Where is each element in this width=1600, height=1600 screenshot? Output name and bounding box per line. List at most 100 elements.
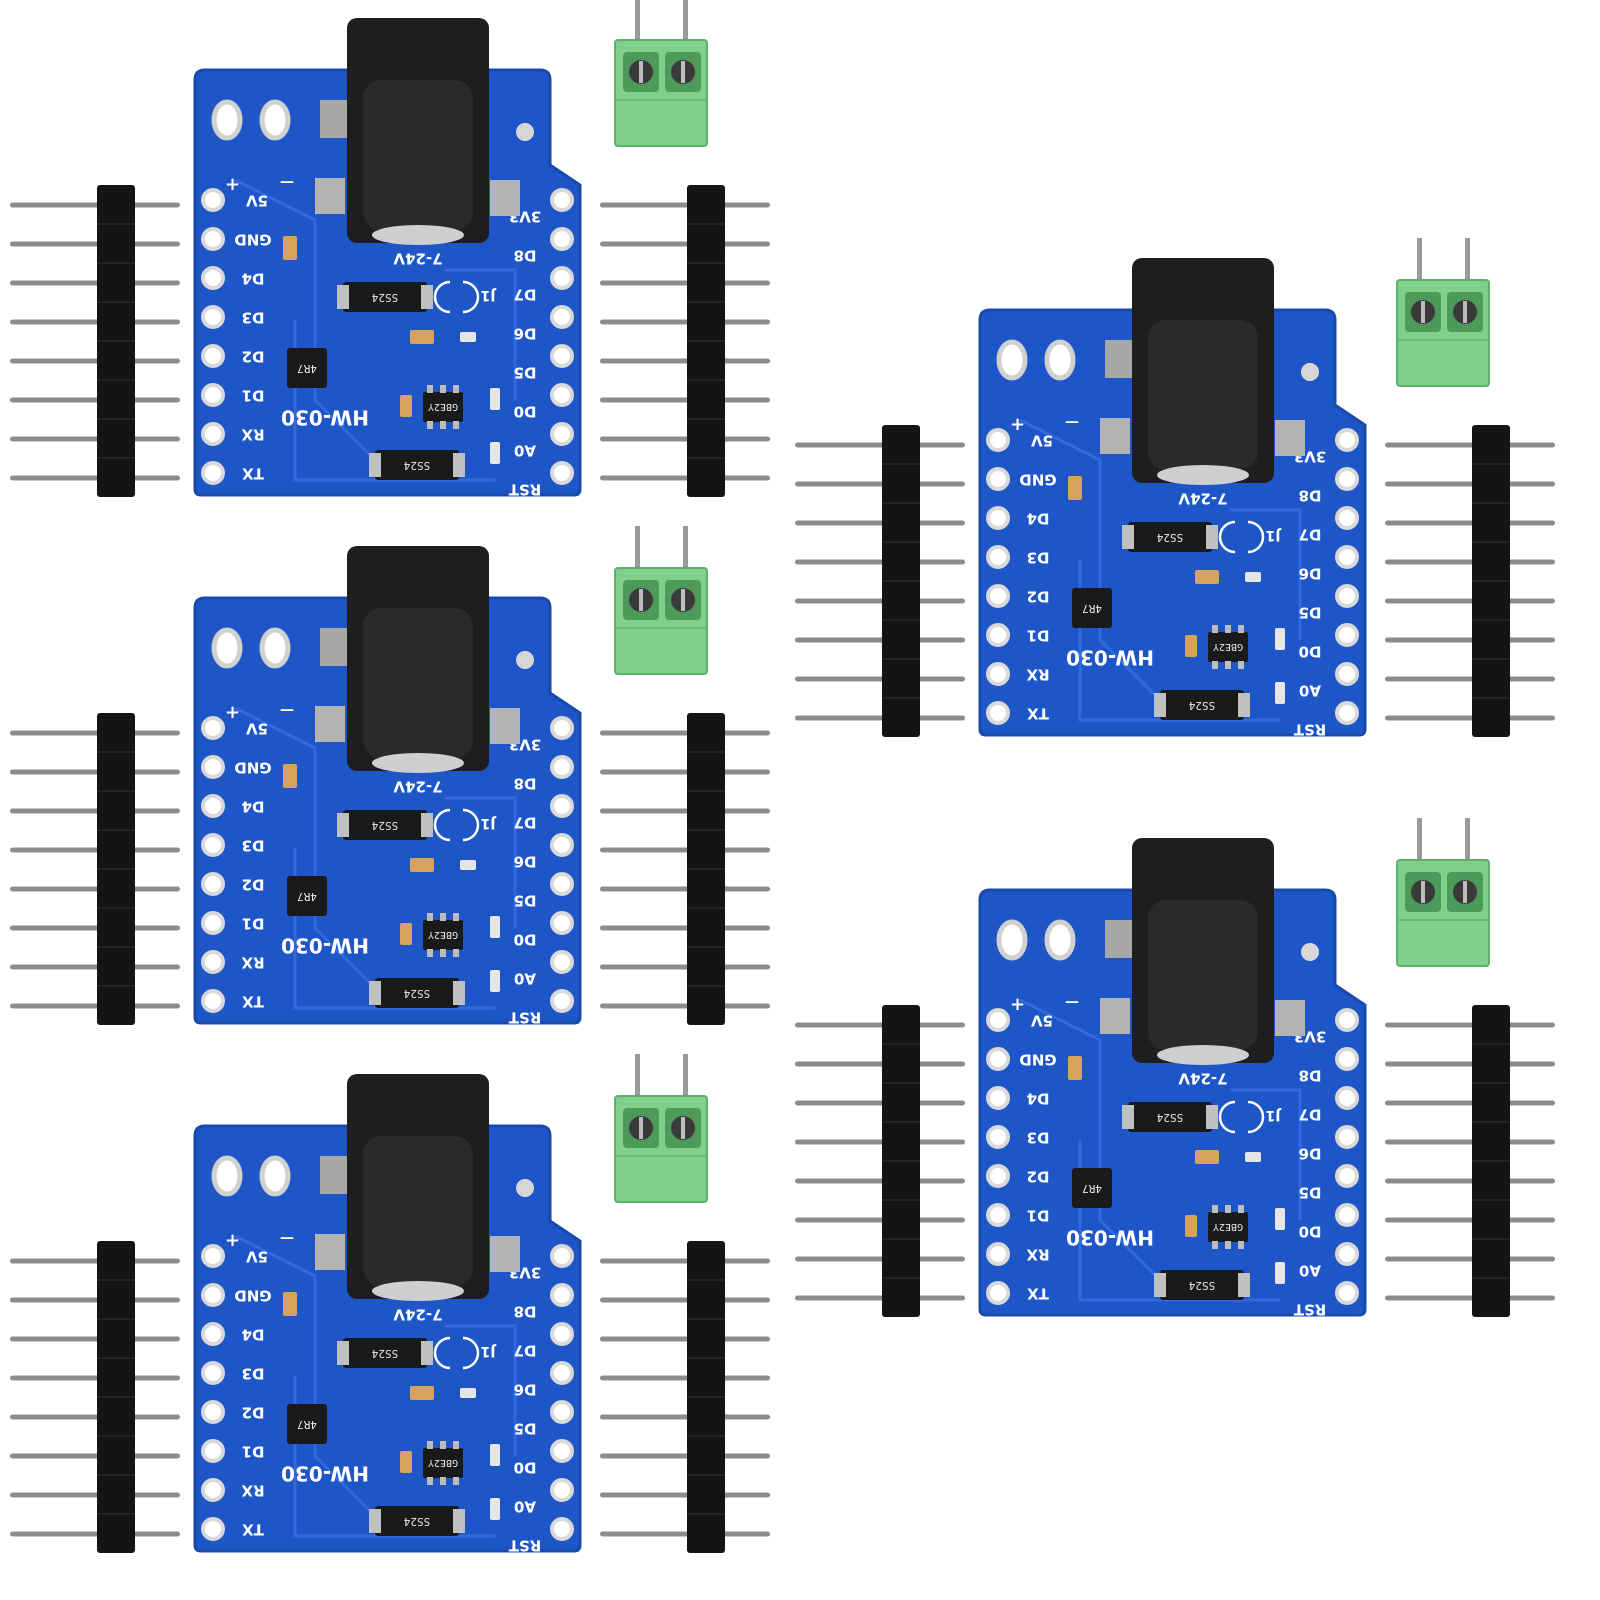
mounting-hole <box>996 339 1028 381</box>
pin-header <box>10 185 180 497</box>
smd-capacitor <box>1185 635 1197 657</box>
hw-030-board: +5V—GNDD4D3D2D1RXTX3V3D8D7D6D5D0A0RST7-2… <box>193 18 582 499</box>
header-pin <box>795 1217 965 1223</box>
inductor <box>1072 1168 1112 1208</box>
header-pin <box>600 241 770 247</box>
pin-header <box>1385 1005 1555 1317</box>
regulator-marking: GBE2Y <box>428 1457 458 1468</box>
silk-left-pin-label: D1 <box>242 1443 265 1461</box>
header-pin <box>10 964 180 970</box>
smd-capacitor <box>400 1451 412 1473</box>
mounting-hole <box>259 99 291 141</box>
header-pin <box>1385 1139 1555 1145</box>
silk-left-pin-label: D1 <box>242 915 265 933</box>
terminal-pin <box>635 526 640 578</box>
smd-capacitor <box>400 923 412 945</box>
mounting-hole <box>211 99 243 141</box>
regulator-marking: GBE2Y <box>428 401 458 412</box>
jack-tab <box>1100 418 1130 454</box>
pin-header <box>600 185 770 497</box>
screw-terminal-block <box>1396 238 1490 387</box>
header-pin <box>795 1178 965 1184</box>
silk-left-pin-label: D4 <box>1027 510 1050 528</box>
header-pin <box>10 475 180 481</box>
pin-header <box>795 1005 965 1317</box>
silk-right-pin-label: D7 <box>1299 1106 1322 1124</box>
silk-plus-sign: + <box>1010 414 1025 435</box>
header-pin <box>600 925 770 931</box>
terminal-pin <box>683 0 688 50</box>
silk-model-label: HW-030 <box>1066 646 1154 670</box>
voltage-regulator-ic <box>423 920 463 950</box>
silk-right-pin-label: D5 <box>1299 604 1322 622</box>
header-pin <box>1385 1256 1555 1262</box>
header-pin <box>10 1414 180 1420</box>
terminal-pin <box>635 1054 640 1106</box>
silk-jumper-label: J1 <box>1266 527 1282 543</box>
silk-left-pin-label: D2 <box>242 876 265 894</box>
silk-voltage-label: 7-24V <box>1178 490 1228 508</box>
mounting-hole <box>259 1155 291 1197</box>
header-pin <box>1385 1022 1555 1028</box>
terminal-pin <box>635 0 640 50</box>
smd-resistor <box>1275 628 1285 650</box>
smd-resistor <box>1245 572 1261 582</box>
header-pin <box>795 481 965 487</box>
silk-right-pin-label: D0 <box>514 1459 537 1477</box>
silk-left-pin-label: TX <box>242 465 264 483</box>
smd-resistor <box>460 860 476 870</box>
hw-030-board: +5V—GNDD4D3D2D1RXTX3V3D8D7D6D5D0A0RST7-2… <box>193 1074 582 1555</box>
silk-minus-sign: — <box>280 1230 294 1246</box>
silk-model-label: HW-030 <box>1066 1226 1154 1250</box>
product-board-1: +5V—GNDD4D3D2D1RXTX3V3D8D7D6D5D0A0RST7-2… <box>10 0 770 499</box>
silk-left-pin-label: TX <box>1027 1285 1049 1303</box>
header-pin <box>600 1414 770 1420</box>
header-pin <box>10 847 180 853</box>
terminal-pin <box>683 526 688 578</box>
smd-resistor <box>460 1388 476 1398</box>
smd-capacitor <box>410 1386 434 1400</box>
mounting-hole <box>1044 339 1076 381</box>
smd-resistor <box>490 916 500 938</box>
header-pin <box>600 964 770 970</box>
silk-right-pin-label: D5 <box>514 892 537 910</box>
silk-right-pin-label: A0 <box>514 970 536 988</box>
header-pin <box>1385 1100 1555 1106</box>
via-pad <box>516 1179 534 1197</box>
silk-right-pin-label: RST <box>508 1537 541 1555</box>
silk-left-pin-label: RX <box>241 426 265 444</box>
silk-left-pin-label: D3 <box>242 309 265 327</box>
header-pin <box>10 241 180 247</box>
silk-left-pin-label: D2 <box>1027 1168 1050 1186</box>
smd-capacitor <box>1195 1150 1219 1164</box>
header-pin <box>10 886 180 892</box>
inductor-marking: 4R7 <box>297 362 317 375</box>
silk-left-pin-label: D4 <box>242 270 265 288</box>
pin-header <box>600 1241 770 1553</box>
header-pin <box>10 280 180 286</box>
header-pin <box>600 1492 770 1498</box>
header-pin <box>795 1139 965 1145</box>
silk-left-pin-label: GND <box>234 759 271 777</box>
silk-left-pin-label: D4 <box>242 798 265 816</box>
silk-left-pin-label: RX <box>1026 1246 1050 1264</box>
voltage-regulator-ic <box>1208 1212 1248 1242</box>
silk-right-pin-label: A0 <box>1299 682 1321 700</box>
header-pin <box>600 358 770 364</box>
silk-jumper-label: J1 <box>481 1343 497 1359</box>
inductor-marking: 4R7 <box>1082 602 1102 615</box>
header-pin <box>10 319 180 325</box>
product-board-5: +5V—GNDD4D3D2D1RXTX3V3D8D7D6D5D0A0RST7-2… <box>795 818 1555 1319</box>
silk-right-pin-label: D5 <box>1299 1184 1322 1202</box>
silk-right-pin-label: D7 <box>514 1342 537 1360</box>
silk-right-pin-label: A0 <box>514 1498 536 1516</box>
jack-tab <box>490 1236 520 1272</box>
silk-left-pin-label: RX <box>241 1482 265 1500</box>
smd-capacitor <box>283 1292 297 1316</box>
silk-right-pin-label: D0 <box>514 403 537 421</box>
inductor-marking: 4R7 <box>1082 1182 1102 1195</box>
schottky-diode <box>1160 690 1244 720</box>
